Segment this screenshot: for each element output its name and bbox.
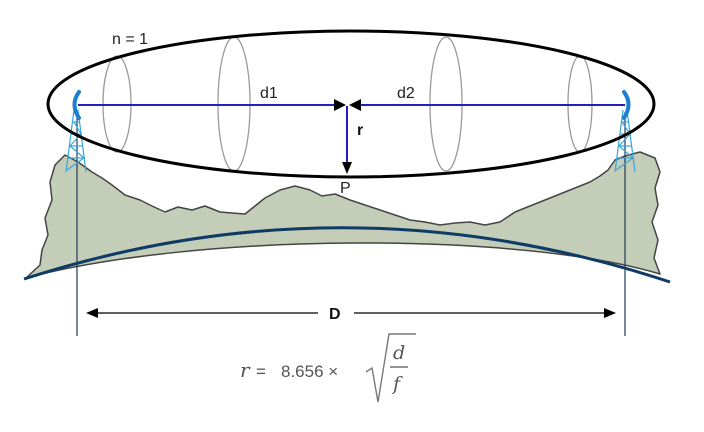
distance-arrowhead-right [604,308,616,318]
d1-label: d1 [260,85,278,102]
right-antenna [622,90,631,120]
formula-lhs: r [240,358,251,382]
distance-label: D [329,306,341,323]
distance-arrowhead-left [86,308,98,318]
d2-arrowhead [349,99,361,111]
d2-label: d2 [397,85,415,102]
formula: r = 8.656 × d f [240,333,416,403]
square-root-sign [365,333,416,403]
left-antenna [72,90,81,120]
zone-number-label: n = 1 [112,31,148,48]
point-p-label: P [340,180,351,197]
formula-equals: = [256,362,266,381]
right-tower [614,109,636,173]
fraction-numerator: d [393,342,405,364]
d1-arrowhead [334,99,346,111]
radius-arrowhead [342,162,352,174]
formula-constant: 8.656 × [281,362,338,381]
terrain-profile [25,151,661,279]
earth-curvature [23,226,671,284]
fraction-denominator: f [391,373,403,395]
radius-label: r [357,122,363,139]
fresnel-zone-ellipse [46,29,656,179]
